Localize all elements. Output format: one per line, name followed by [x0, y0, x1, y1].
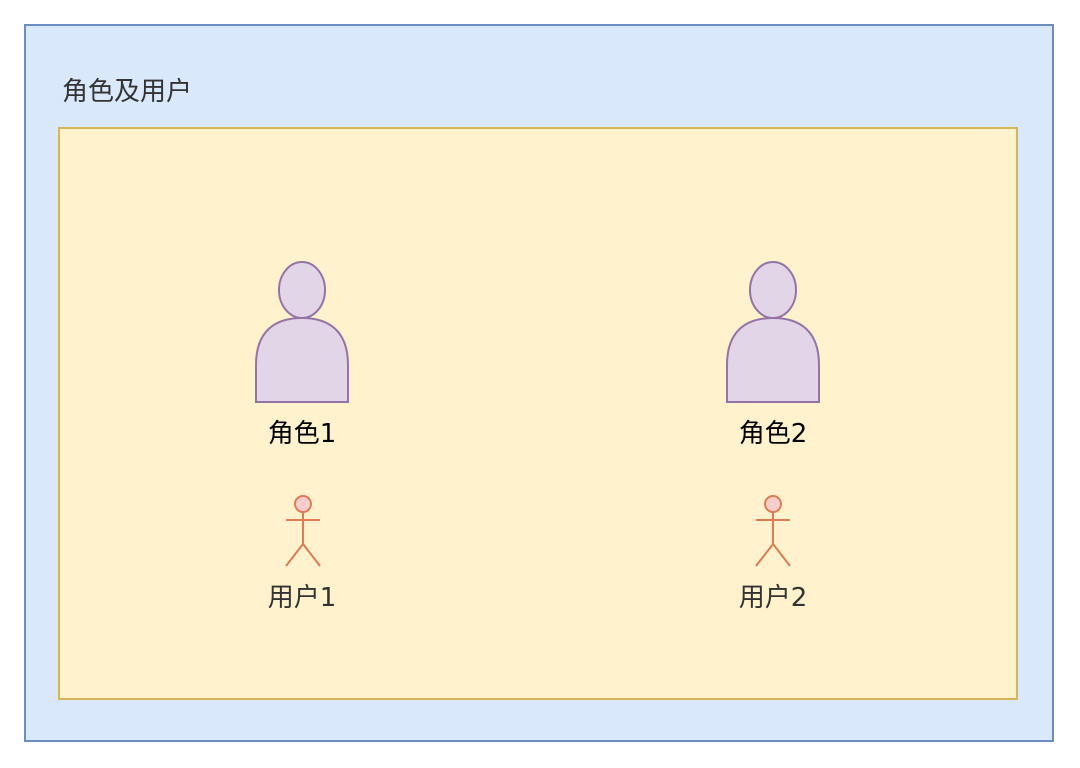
actor-stick-figure-icon [755, 495, 791, 567]
user-label: 用户2 [738, 583, 808, 613]
role-label: 角色1 [267, 419, 337, 449]
user-label: 用户1 [267, 583, 337, 613]
role-person-icon [255, 261, 349, 403]
actor-stick-figure-icon [285, 495, 321, 567]
role-label: 角色2 [738, 419, 808, 449]
container-title: 角色及用户 [62, 77, 193, 107]
role-person-icon [726, 261, 820, 403]
inner-container [58, 127, 1018, 700]
